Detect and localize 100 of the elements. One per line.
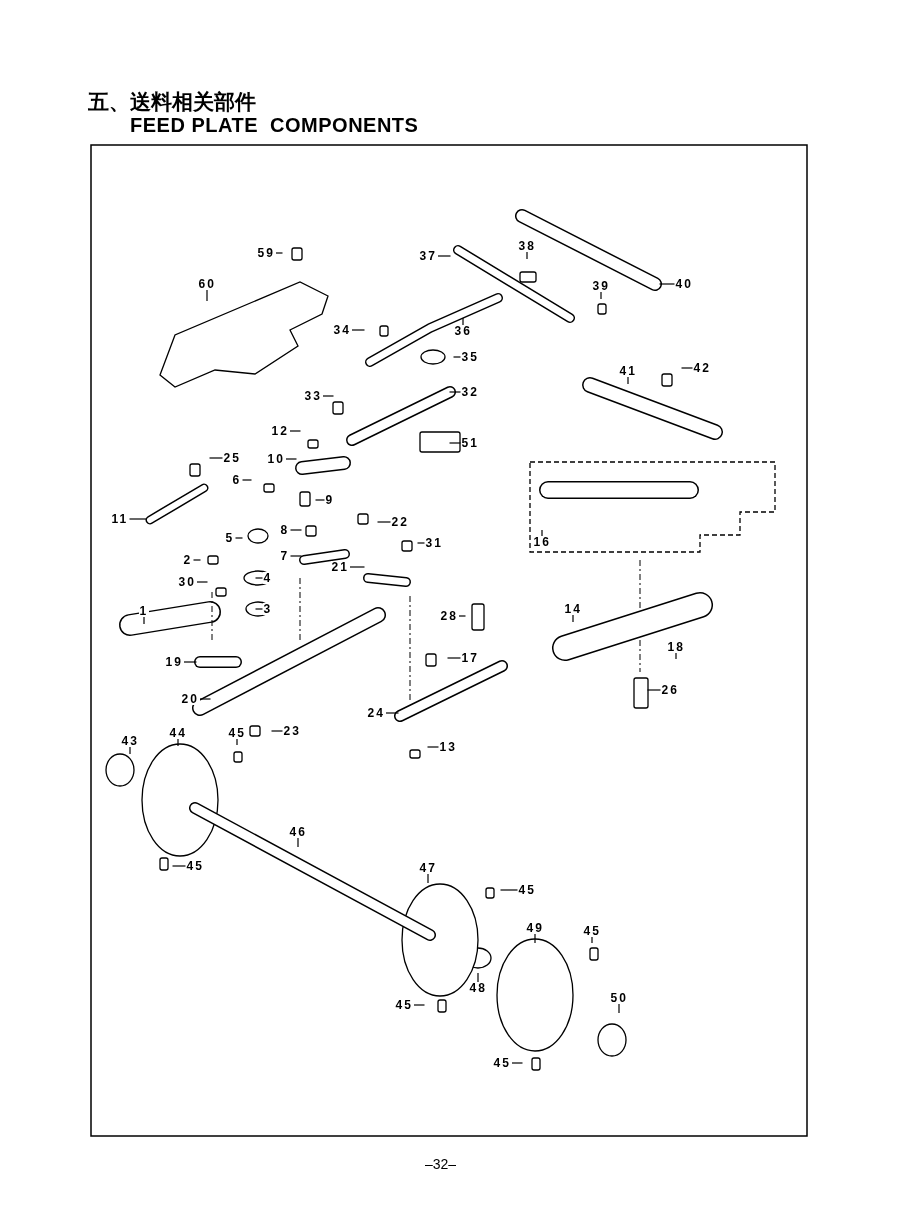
callout-number: 44 [168, 727, 188, 739]
leader-line [208, 457, 224, 459]
leader-line [129, 746, 131, 755]
leader-line [510, 1062, 524, 1064]
callout-number: 14 [563, 603, 583, 615]
callout-number: 39 [591, 280, 611, 292]
leader-line [412, 1004, 426, 1006]
leader-line [448, 442, 462, 444]
callout-number: 17 [460, 652, 480, 664]
leader-line [427, 873, 429, 884]
callout-number: 36 [453, 325, 473, 337]
leader-line [274, 252, 284, 254]
callout-number: 41 [618, 365, 638, 377]
callout-number: 43 [120, 735, 140, 747]
callout-number: 49 [525, 922, 545, 934]
leader-line [254, 577, 264, 579]
leader-line [182, 661, 198, 663]
leader-line [128, 518, 148, 520]
leader-line [198, 698, 212, 700]
leader-line [591, 936, 593, 944]
leader-line [241, 479, 253, 481]
leader-line [646, 689, 662, 691]
callout-number: 37 [418, 250, 438, 262]
leader-line [206, 289, 208, 302]
callout-number: 50 [609, 992, 629, 1004]
leader-line [314, 499, 326, 501]
leader-line [436, 255, 452, 257]
leader-line [321, 395, 335, 397]
callout-number: 40 [674, 278, 694, 290]
leader-line [457, 615, 467, 617]
leader-line [348, 566, 366, 568]
leader-line [600, 291, 602, 300]
leader-line [462, 317, 464, 326]
callout-number: 47 [418, 862, 438, 874]
leader-line [675, 652, 677, 660]
callout-number: 13 [438, 741, 458, 753]
callout-number: 4 [262, 572, 274, 584]
page-title: 五、送料相关部件 [88, 89, 256, 115]
leader-line [236, 738, 238, 746]
leader-line [658, 283, 676, 285]
leader-line [143, 616, 145, 625]
callout-number: 60 [197, 278, 217, 290]
callout-number: 18 [666, 641, 686, 653]
callout-number: 32 [460, 386, 480, 398]
leader-line [177, 738, 179, 747]
callout-number: 19 [164, 656, 184, 668]
callout-number: 42 [692, 362, 712, 374]
callout-number: 26 [660, 684, 680, 696]
leader-line [384, 712, 400, 714]
leader-line [254, 608, 264, 610]
callout-number: 51 [460, 437, 480, 449]
leader-line [288, 430, 302, 432]
callout-number: 45 [394, 999, 414, 1011]
callout-number: 31 [424, 537, 444, 549]
callout-number: 22 [390, 516, 410, 528]
callout-number: 12 [270, 425, 290, 437]
leader-line [534, 933, 536, 944]
callout-number: 45 [492, 1057, 512, 1069]
callout-number: 46 [288, 826, 308, 838]
callout-number: 45 [227, 727, 247, 739]
callout-number: 33 [303, 390, 323, 402]
callout-number: 35 [460, 351, 480, 363]
leader-line [446, 657, 462, 659]
callout-number: 48 [468, 982, 488, 994]
leader-line [171, 865, 187, 867]
page-number: –32– [425, 1156, 457, 1172]
callout-number: 23 [282, 725, 302, 737]
callout-number: 25 [222, 452, 242, 464]
leader-line [416, 542, 426, 544]
section-heading: FEED PLATE COMPONENTS [130, 114, 419, 137]
leader-line [289, 529, 303, 531]
leader-line [284, 458, 298, 460]
leader-line [680, 367, 694, 369]
leader-line [426, 746, 440, 748]
callout-number: 30 [177, 576, 197, 588]
leader-line [289, 555, 303, 557]
leader-line [499, 889, 519, 891]
leader-line [350, 329, 366, 331]
callout-number: 24 [366, 707, 386, 719]
leader-line [452, 356, 462, 358]
callout-number: 45 [517, 884, 537, 896]
leader-line [618, 1003, 620, 1014]
callout-number: 38 [517, 240, 537, 252]
callout-number: 21 [330, 561, 350, 573]
leader-line [477, 972, 479, 983]
leader-line [572, 614, 574, 623]
leader-line [192, 559, 202, 561]
callout-number: 10 [266, 453, 286, 465]
callout-number: 16 [532, 536, 552, 548]
leader-line [541, 529, 543, 537]
leader-line [627, 376, 629, 385]
leader-line [195, 581, 209, 583]
leader-line [297, 837, 299, 848]
callout-number: 45 [185, 860, 205, 872]
leader-line [270, 730, 284, 732]
leader-line [448, 391, 462, 393]
leader-line [526, 251, 528, 260]
callout-number: 1 [138, 605, 150, 617]
callout-number: 45 [582, 925, 602, 937]
callout-number: 28 [439, 610, 459, 622]
